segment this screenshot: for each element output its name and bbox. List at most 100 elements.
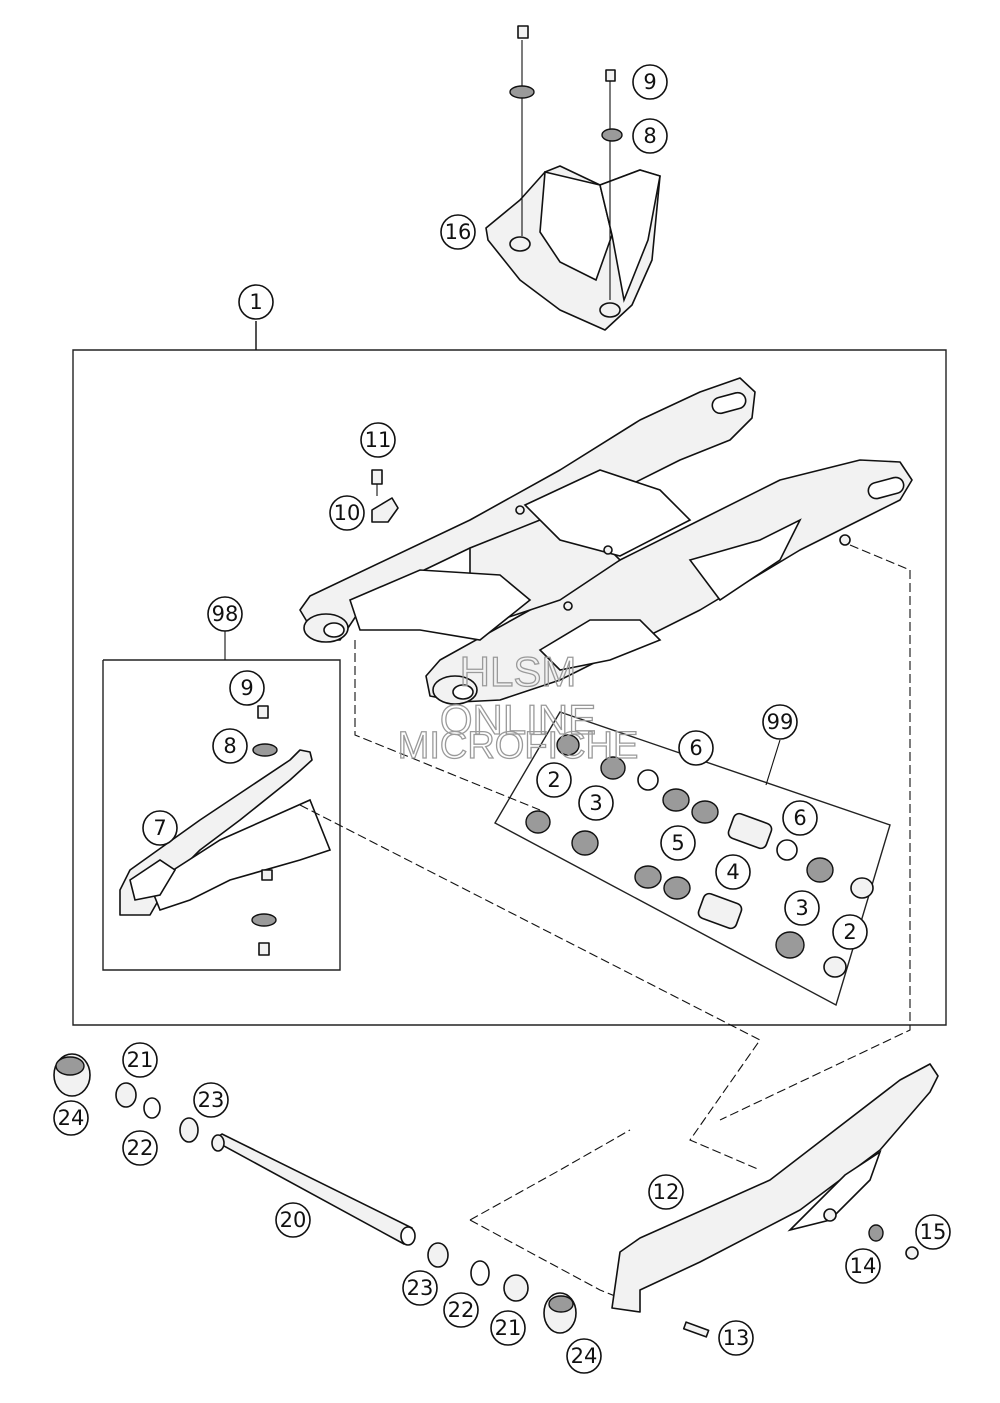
svg-text:12: 12 <box>653 1180 680 1204</box>
pivot-axis-line-chain <box>299 804 761 1171</box>
guard-bolt-right <box>605 69 616 82</box>
callout-5: 5 <box>660 825 696 861</box>
svg-text:23: 23 <box>407 1276 434 1300</box>
callout-6-upper: 6 <box>678 730 714 766</box>
callout-15: 15 <box>915 1214 951 1250</box>
chain-guard-bushing <box>868 1224 884 1242</box>
callout-22-left: 22 <box>122 1130 158 1166</box>
pivot-nut-right <box>427 1242 449 1268</box>
svg-text:20: 20 <box>280 1208 307 1232</box>
chain-guard <box>611 1063 939 1313</box>
guard-bolt-left <box>517 25 529 39</box>
callout-14: 14 <box>845 1248 881 1284</box>
callout-99: 99 <box>762 704 798 740</box>
svg-text:9: 9 <box>240 676 253 700</box>
svg-text:22: 22 <box>448 1298 475 1322</box>
chain-guard-axis-line <box>469 1129 631 1221</box>
chain-guard-bolt-line <box>469 1219 626 1301</box>
guard-washer-right <box>601 128 623 142</box>
svg-text:23: 23 <box>198 1088 225 1112</box>
bearing-kit-leader <box>765 739 781 786</box>
svg-text:1: 1 <box>249 290 262 314</box>
clamp-screw <box>371 469 383 496</box>
cable-clamp <box>371 497 399 523</box>
callout-3-right: 3 <box>784 890 820 926</box>
svg-text:21: 21 <box>127 1048 154 1072</box>
svg-text:6: 6 <box>689 736 702 760</box>
pivot-bushing-left <box>115 1082 137 1108</box>
callout-10: 10 <box>329 495 365 531</box>
callout-21-left: 21 <box>122 1042 158 1078</box>
callout-9-kit: 9 <box>229 670 265 706</box>
svg-text:15: 15 <box>920 1220 947 1244</box>
pivot-cap-left <box>53 1053 91 1097</box>
watermark-line-3: MICROFICHE <box>398 725 639 767</box>
callout-1: 1 <box>238 284 274 320</box>
svg-text:6: 6 <box>793 806 806 830</box>
chain-guard-bolt-front <box>682 1321 710 1338</box>
callout-9-top: 9 <box>632 64 668 100</box>
callout-7: 7 <box>142 810 178 846</box>
svg-text:11: 11 <box>365 428 392 452</box>
pivot-nut-left <box>179 1117 199 1143</box>
chain-guard-screw-rear <box>905 1246 919 1260</box>
chain-slider-guard <box>485 40 661 331</box>
watermark: HLSM ONLINE MICROFICHE <box>397 647 639 767</box>
svg-text:98: 98 <box>212 602 239 626</box>
bearing-kit-frame <box>494 711 891 1007</box>
callout-8-top: 8 <box>632 118 668 154</box>
svg-text:3: 3 <box>795 896 808 920</box>
chain-guide-kit-frame <box>102 659 341 971</box>
svg-text:2: 2 <box>843 920 856 944</box>
pivot-cap-right <box>543 1292 577 1334</box>
callout-2-right: 2 <box>832 914 868 950</box>
pivot-washer-left <box>143 1097 161 1119</box>
svg-text:3: 3 <box>589 791 602 815</box>
svg-text:10: 10 <box>334 501 361 525</box>
callout-4: 4 <box>715 854 751 890</box>
callout-11: 11 <box>360 422 396 458</box>
svg-text:21: 21 <box>495 1316 522 1340</box>
svg-text:4: 4 <box>726 860 739 884</box>
chain-guide-lower-hardware <box>251 913 277 956</box>
callout-21-right: 21 <box>490 1310 526 1346</box>
callout-23-left: 23 <box>193 1082 229 1118</box>
callout-12: 12 <box>648 1174 684 1210</box>
pivot-bushing-right <box>503 1274 529 1302</box>
swingarm-body <box>299 377 913 705</box>
pivot-washer-right <box>470 1260 490 1286</box>
callout-24-right: 24 <box>566 1338 602 1374</box>
watermark-line-1: HLSM <box>460 648 577 695</box>
callout-13: 13 <box>718 1320 754 1356</box>
guard-washer-left <box>509 85 535 99</box>
svg-text:99: 99 <box>767 710 794 734</box>
svg-text:22: 22 <box>127 1136 154 1160</box>
chain-guide <box>119 749 332 916</box>
svg-text:13: 13 <box>723 1326 750 1350</box>
svg-text:8: 8 <box>223 734 236 758</box>
callout-22-right: 22 <box>443 1292 479 1328</box>
callout-98: 98 <box>207 596 243 632</box>
svg-text:9: 9 <box>643 70 656 94</box>
callout-2-left: 2 <box>536 762 572 798</box>
pivot-axis-line-upper <box>354 640 541 811</box>
pivot-shaft <box>211 1133 416 1246</box>
svg-text:7: 7 <box>153 816 166 840</box>
watermark-line-2: ONLINE <box>440 696 596 743</box>
callout-6-lower: 6 <box>782 800 818 836</box>
pivot-axis-line-lower <box>719 544 911 1121</box>
callout-8-kit: 8 <box>212 728 248 764</box>
svg-text:2: 2 <box>547 768 560 792</box>
bearing-kit-parts <box>525 734 874 978</box>
svg-text:16: 16 <box>445 220 472 244</box>
chain-guide-washer <box>252 743 278 757</box>
chain-guide-screw <box>257 705 269 719</box>
svg-text:24: 24 <box>58 1106 85 1130</box>
callout-20: 20 <box>275 1202 311 1238</box>
svg-text:24: 24 <box>571 1344 598 1368</box>
svg-text:8: 8 <box>643 124 656 148</box>
callout-3-left: 3 <box>578 785 614 821</box>
callout-16: 16 <box>440 214 476 250</box>
callout-23-right: 23 <box>402 1270 438 1306</box>
svg-text:14: 14 <box>850 1254 877 1278</box>
